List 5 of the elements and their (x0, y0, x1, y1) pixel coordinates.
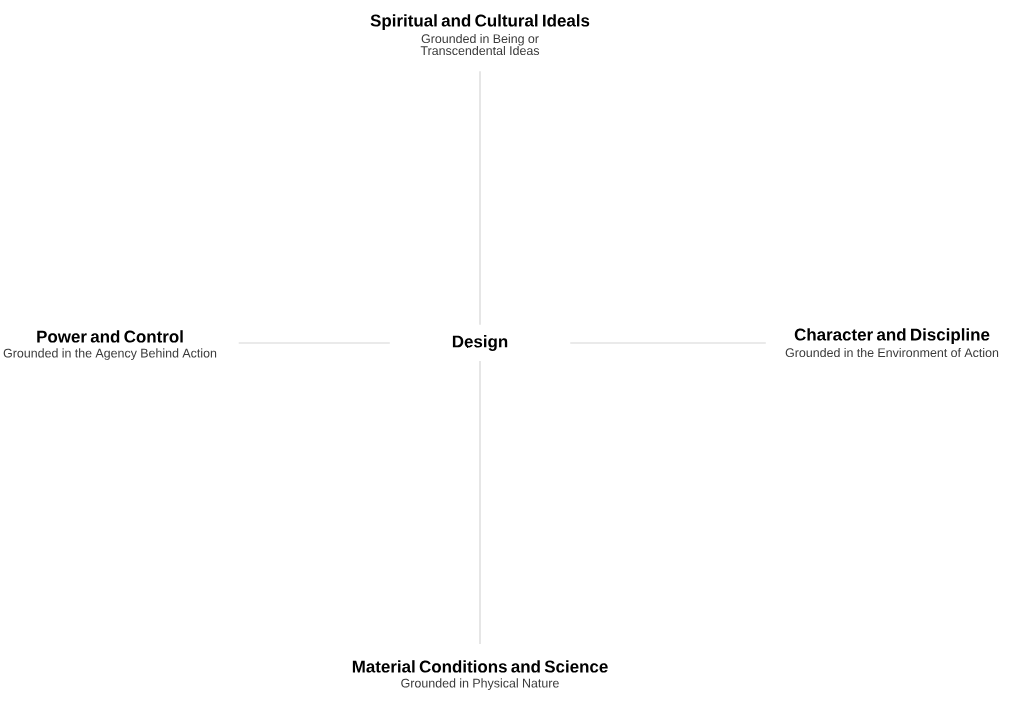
concept-label: Spiritual and Cultural Ideals Grounded in Being or Transcendental Ideas (370, 14, 590, 56)
concept-label: Power and Control Grounded in the Agency Behind Action (3, 330, 217, 360)
concept-label: Material Conditions and Science Grounded in Physical Nature (352, 660, 608, 690)
concept-label: Character and Discipline Grounded in the Environment of Action (785, 328, 999, 358)
heading-text: Design (452, 335, 508, 351)
